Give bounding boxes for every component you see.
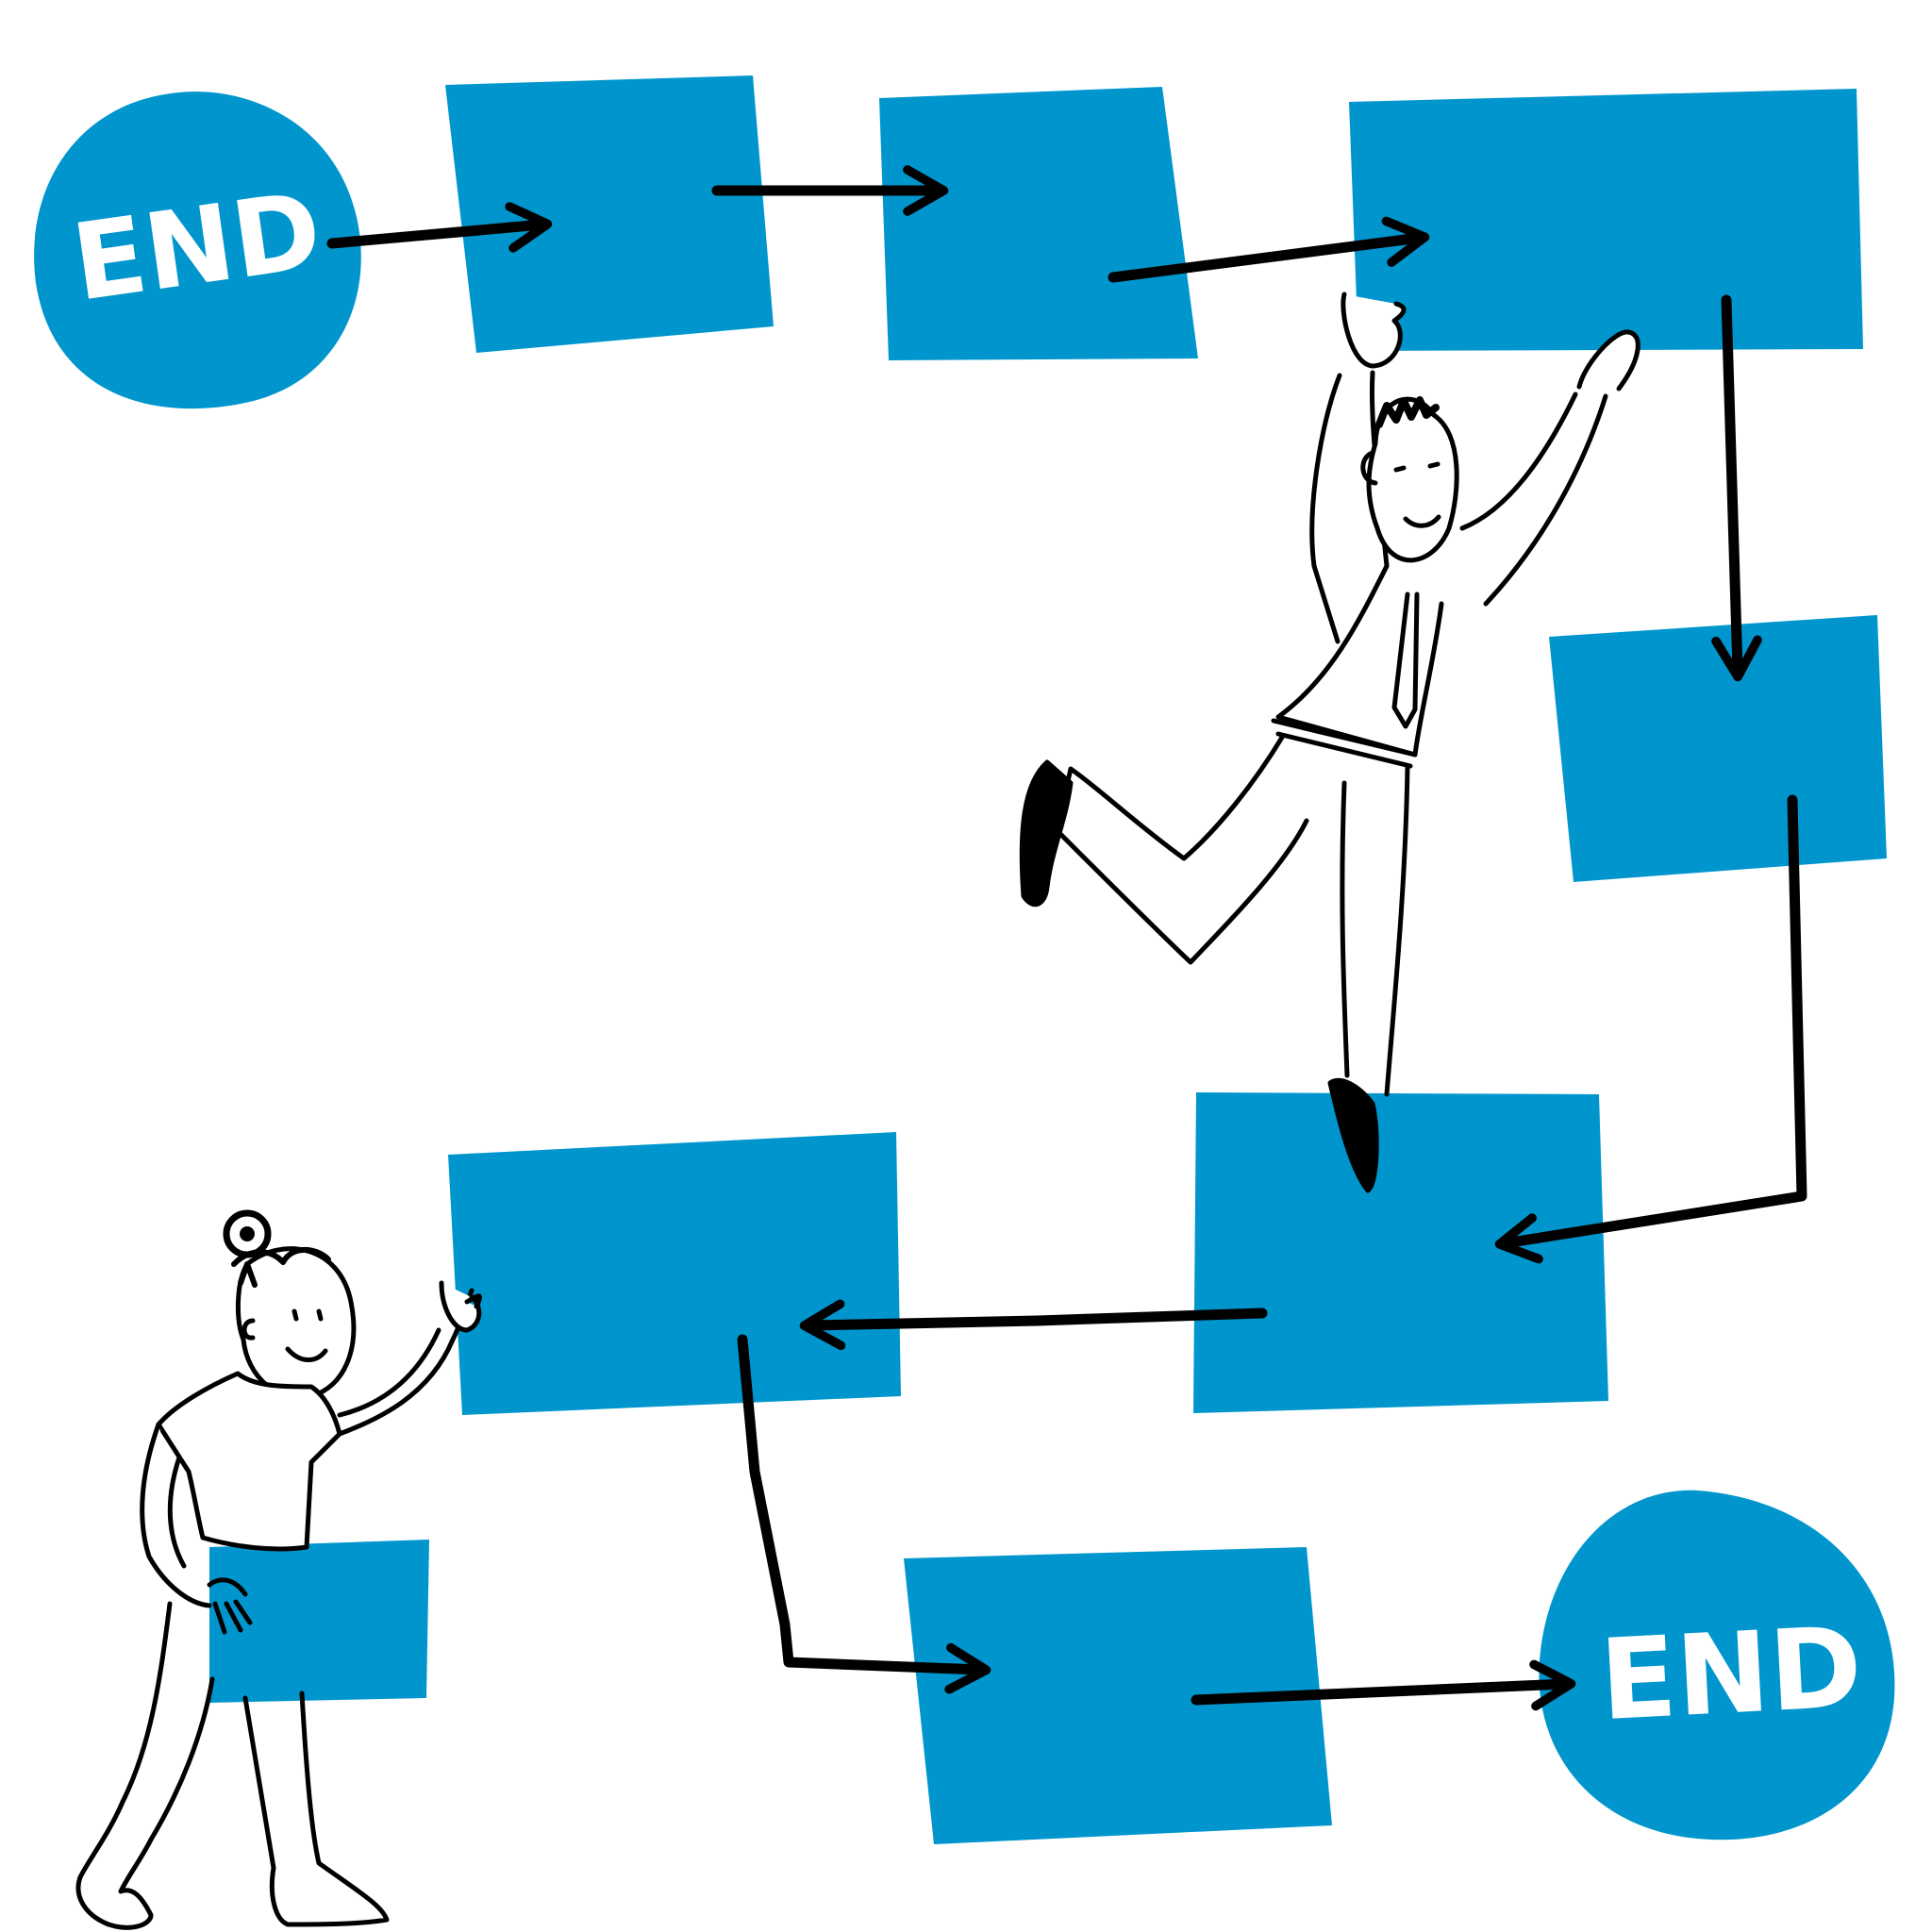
man-right-hand — [1576, 329, 1641, 391]
process-box-5 — [1193, 1092, 1608, 1413]
woman-shirt — [156, 1371, 342, 1552]
woman-figure — [75, 1209, 482, 1930]
woman-raised-hand — [439, 1280, 482, 1333]
process-box-3 — [1349, 89, 1863, 351]
connectors — [326, 165, 1807, 1711]
woman-face — [242, 1308, 328, 1362]
end-terminal-blob — [1539, 1490, 1895, 1840]
woman-hip-hand — [207, 1577, 253, 1635]
arrow-box5-to-box6 — [799, 1299, 1268, 1351]
man-face — [1393, 461, 1441, 528]
woman-head — [235, 1246, 357, 1400]
man-straight-leg — [1340, 763, 1410, 1097]
woman-bangs — [231, 1246, 331, 1288]
process-box-6 — [448, 1132, 901, 1415]
woman-back-leg — [77, 1601, 215, 1894]
man-tie — [1391, 591, 1420, 729]
process-box-7 — [209, 1540, 429, 1703]
arrow-box8-to-end — [1191, 1659, 1576, 1711]
man-hair — [1375, 396, 1440, 428]
man-hanging-figure — [1019, 291, 1641, 1193]
arrow-start-to-box1 — [326, 202, 553, 253]
woman-front-leg — [242, 1690, 322, 1871]
man-belt — [1271, 718, 1418, 769]
man-shoe-right — [1327, 1077, 1379, 1193]
woman-shoe-back — [75, 1874, 154, 1930]
man-bent-leg — [1054, 733, 1309, 965]
arrow-box6-to-box8 — [737, 1334, 991, 1694]
process-box-4 — [1549, 615, 1887, 882]
arrow-box4-to-box5 — [1494, 794, 1807, 1264]
process-box-1 — [445, 75, 774, 353]
arrow-box3-to-box4 — [1711, 294, 1762, 682]
process-box-2 — [879, 87, 1198, 360]
woman-hip-arm — [140, 1422, 212, 1608]
arrow-box2-to-box3 — [1108, 216, 1430, 283]
process-box-8 — [904, 1547, 1332, 1844]
man-right-arm — [1459, 391, 1608, 607]
start-terminal: END — [34, 92, 361, 409]
process-boxes — [209, 75, 1887, 1844]
end-terminal: END — [1539, 1490, 1895, 1840]
man-ear — [1360, 450, 1378, 486]
man-torso — [1275, 563, 1444, 758]
woman-shoe-front — [269, 1860, 390, 1927]
man-left-hand — [1341, 291, 1407, 369]
start-terminal-blob — [34, 92, 361, 409]
man-shoe-left — [1019, 759, 1074, 908]
end-terminal-label: END — [1597, 1602, 1865, 1745]
